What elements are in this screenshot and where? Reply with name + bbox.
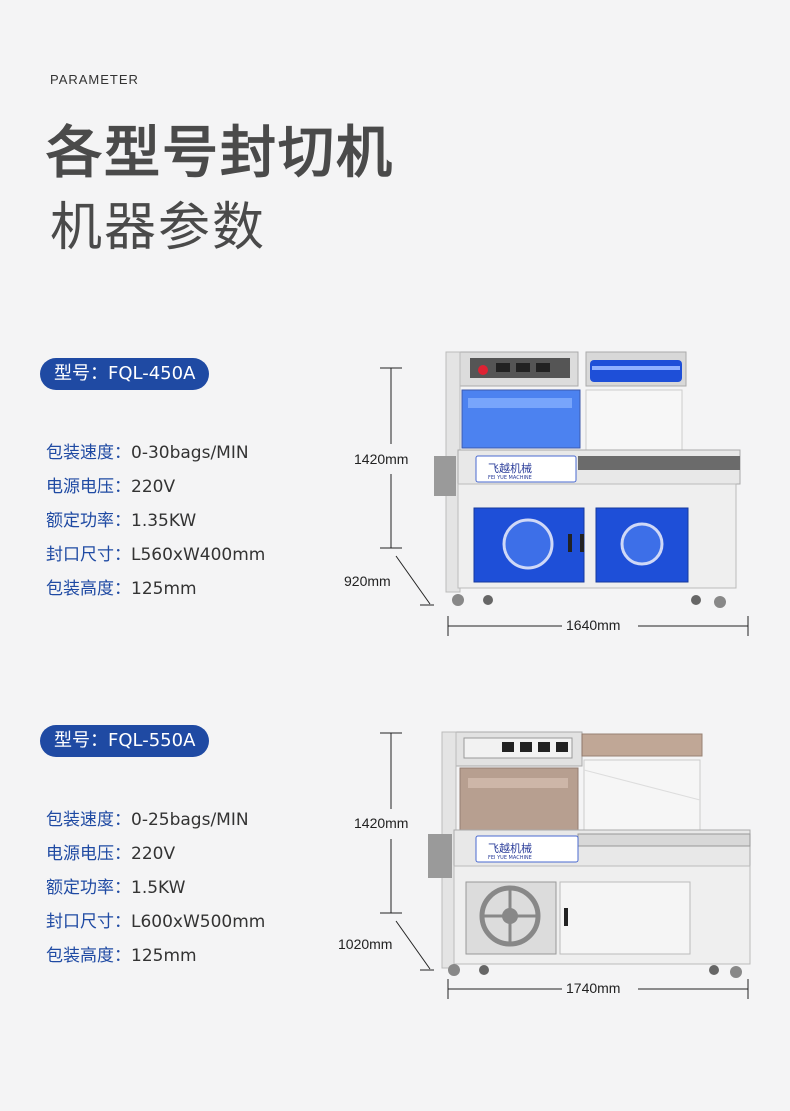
page-subtitle: 机器参数 — [50, 198, 267, 258]
spec-label: 电源电压： — [46, 477, 131, 497]
spec-label: 包装高度： — [46, 946, 131, 966]
model-badge-1: 型号：FQL-450A — [40, 358, 210, 390]
spec-value: L560xW400mm — [131, 545, 266, 565]
machine-logo-sub: FEI YUE MACHINE — [488, 475, 532, 481]
spec-label: 包装速度： — [46, 443, 131, 463]
spec-row: 封口尺寸：L600xW500mm — [46, 905, 336, 939]
spec-value: 125mm — [131, 946, 197, 966]
spec-row: 额定功率：1.5KW — [46, 871, 336, 905]
spec-list-2: 包装速度：0-25bags/MIN 电源电压：220V 额定功率：1.5KW 封… — [46, 803, 336, 973]
spec-value: 0-25bags/MIN — [131, 810, 249, 830]
spec-value: 220V — [131, 477, 176, 497]
dimension-lines-1 — [380, 367, 749, 636]
spec-row: 电源电压：220V — [46, 470, 336, 504]
machine-logo-sub: FEI YUE MACHINE — [488, 855, 532, 861]
spec-label: 包装高度： — [46, 579, 131, 599]
spec-label: 额定功率： — [46, 511, 131, 531]
spec-value: 0-30bags/MIN — [131, 443, 249, 463]
dimension-lines-2 — [380, 732, 749, 999]
eyebrow-text: PARAMETER — [50, 72, 139, 87]
spec-value: 125mm — [131, 579, 197, 599]
spec-value: L600xW500mm — [131, 912, 266, 932]
dim-height-2: 1420mm — [354, 815, 409, 831]
model-badge-2: 型号：FQL-550A — [40, 725, 210, 757]
machine-logo-text: 飞越机械 — [488, 461, 532, 475]
machine-logo-text: 飞越机械 — [488, 841, 532, 855]
spec-label: 电源电压： — [46, 844, 131, 864]
page-title: 各型号封切机 — [46, 121, 394, 186]
dim-height-1: 1420mm — [354, 451, 409, 467]
spec-label: 额定功率： — [46, 878, 131, 898]
spec-list-1: 包装速度：0-30bags/MIN 电源电压：220V 额定功率：1.35KW … — [46, 436, 336, 606]
dim-depth-2: 1020mm — [338, 936, 393, 952]
spec-row: 包装高度：125mm — [46, 939, 336, 973]
dim-width-2: 1740mm — [566, 980, 621, 996]
spec-row: 额定功率：1.35KW — [46, 504, 336, 538]
spec-row: 包装高度：125mm — [46, 572, 336, 606]
spec-row: 包装速度：0-30bags/MIN — [46, 436, 336, 470]
spec-value: 1.5KW — [131, 878, 186, 898]
spec-label: 包装速度： — [46, 810, 131, 830]
machine-image-fql-450a: 飞越机械 FEI YUE MACHINE — [434, 351, 741, 608]
spec-row: 封口尺寸：L560xW400mm — [46, 538, 336, 572]
dim-width-1: 1640mm — [566, 617, 621, 633]
spec-row: 电源电压：220V — [46, 837, 336, 871]
dim-depth-1: 920mm — [344, 573, 391, 589]
spec-row: 包装速度：0-25bags/MIN — [46, 803, 336, 837]
spec-label: 封口尺寸： — [46, 545, 131, 565]
spec-label: 封口尺寸： — [46, 912, 131, 932]
spec-value: 220V — [131, 844, 176, 864]
machine-image-fql-550a: 飞越机械 FEI YUE MACHINE — [428, 731, 751, 978]
spec-value: 1.35KW — [131, 511, 197, 531]
